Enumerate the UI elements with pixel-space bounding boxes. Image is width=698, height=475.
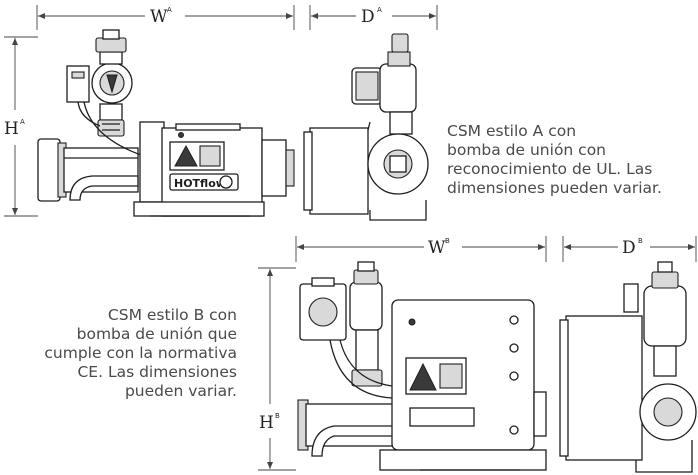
height-b-label: H: [259, 413, 274, 433]
dimension-lines-b: [258, 236, 697, 471]
style-b-side-view: [559, 261, 697, 473]
caption-style-b: CSM estilo B con bomba de unión que cump…: [44, 306, 237, 400]
depth-a-label: D: [361, 7, 375, 27]
warning-triangle-icon-b: [409, 362, 437, 391]
width-a-label: W: [150, 7, 168, 27]
height-a-sup: A: [20, 118, 25, 126]
height-b-sup: B: [275, 412, 280, 420]
height-a-label: H: [4, 119, 19, 139]
depth-a-sup: A: [377, 6, 382, 14]
depth-b-label: D: [622, 238, 636, 258]
style-a-front-view: HOTflow: [37, 29, 295, 217]
width-b-label: W: [428, 238, 446, 258]
width-b-sup: B: [445, 237, 450, 245]
style-a-side-view: [303, 33, 429, 221]
style-b-front-view: [297, 261, 547, 471]
dimension-lines-a: [4, 5, 438, 217]
depth-b-sup: B: [638, 237, 643, 245]
warning-triangle-icon: [174, 144, 198, 167]
caption-style-a: CSM estilo A con bomba de unión con reco…: [447, 122, 662, 197]
svg-text:HOTflow: HOTflow: [174, 177, 226, 190]
width-a-sup: A: [167, 6, 172, 14]
